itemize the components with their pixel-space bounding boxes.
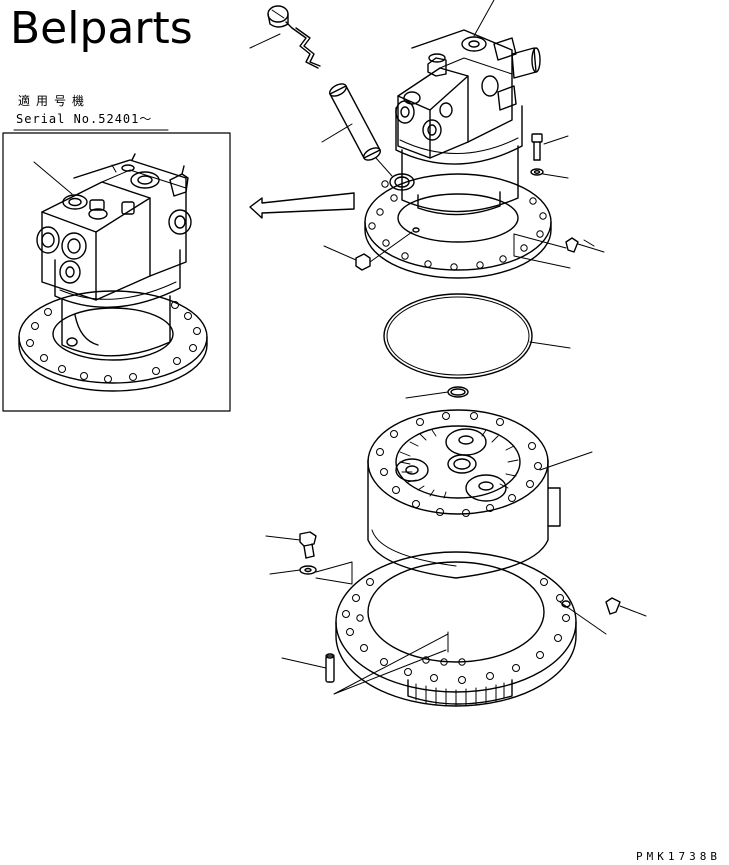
dowel-pin-part [513, 233, 605, 269]
applicability-label: 適用号機 [18, 94, 91, 108]
swing-machinery-case-icon [335, 409, 593, 707]
inset-frame [2, 129, 231, 412]
breather-plug-part [249, 5, 321, 69]
inset-motor-drawing [18, 153, 208, 392]
figure-code: PMK1738B [636, 850, 721, 863]
o-ring-small-part [405, 386, 469, 399]
brand-logo-text: Belparts [10, 3, 193, 54]
pipe-part [321, 83, 415, 191]
serial-number-label: Serial No.52401～ [16, 112, 153, 126]
bolt-part [530, 133, 569, 179]
arrow-left-outline-icon [249, 192, 355, 219]
plug-nut-part [323, 227, 420, 271]
case-bolt-part [265, 531, 353, 585]
case-plug-part [559, 597, 647, 635]
lower-dowel-part [281, 633, 449, 695]
swing-motor-assembly-icon [364, 0, 552, 279]
o-ring-large-part [383, 293, 571, 379]
